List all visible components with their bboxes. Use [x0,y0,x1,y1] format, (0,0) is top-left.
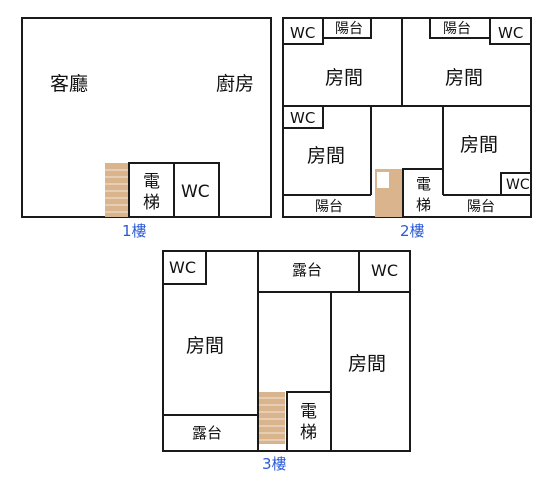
floor-2-elevator-room [402,168,443,217]
floor-3-label: 3樓 [262,455,287,473]
floor-3-wc-top-right-label: WC [371,261,398,280]
floor-3-plan: WC 露台 WC 房間 房間 電 梯 露台 3樓 [162,250,411,473]
floor-3-elevator-label-top: 電 [300,402,317,422]
floor-1-plan: 客廳 廚房 電 梯 WC 1樓 [21,17,272,240]
floor-2-elevator-label-bottom: 梯 [416,196,431,214]
floor-2-balcony-top-left-label: 陽台 [335,21,363,37]
floor-1-living-room-label: 客廳 [50,73,88,95]
floor-3-elevator-room [286,391,331,451]
floor-1-elevator-label-bottom: 梯 [143,193,160,213]
floor-1-kitchen-label: 廚房 [216,72,254,95]
floor-2-elevator-label-top: 電 [416,175,431,193]
floor-3-terrace-bottom-label: 露台 [192,424,222,442]
floor-2-balcony-bottom-left-label: 陽台 [315,199,343,215]
floor-3-wc-top-left-label: WC [169,258,196,277]
floor-2-room-top-right-label: 房間 [445,67,483,89]
floor-2-wc-bottom-right-label: WC [506,177,530,193]
floor-3-room-right-label: 房間 [348,353,386,375]
floor-2-label: 2樓 [400,222,425,240]
floor-2-balcony-top-left [322,17,372,39]
floor-3-room-left-label: 房間 [186,335,224,357]
floor-2-balcony-top-right-label: 陽台 [443,21,471,37]
floor-2-outline [282,17,532,218]
floor-1-wc-label: WC [181,182,210,202]
floor-2-wc-mid-left-label: WC [290,109,315,127]
floor-2-stair-icon [375,169,403,217]
floor-3-terrace-top-label: 露台 [292,261,322,279]
floor-1-outline [21,17,272,218]
floor-2-room-top-left-label: 房間 [325,67,363,89]
floor-3-elevator-label-bottom: 梯 [300,423,317,443]
floor-2-plan: WC 陽台 陽台 WC 房間 房間 WC 房間 房間 電 梯 WC 陽台 陽台 … [282,17,532,240]
floor-2-wc-top-right [489,17,532,45]
floor-2-balcony-bottom-right-label: 陽台 [467,199,495,215]
floor-2-wc-mid-left [282,105,324,129]
floor-1-stair-icon [105,163,129,217]
floor-2-room-right-label: 房間 [460,134,498,156]
floor-2-room-mid-left-label: 房間 [307,145,345,167]
floor-3-stair-icon [259,392,285,444]
floor-2-wc-top-right-label: WC [498,24,523,42]
floor-1-elevator-label-top: 電 [143,172,160,192]
floor-2-wc-top-left-label: WC [290,24,315,42]
floor-3-wc-top-left [162,250,207,285]
floor-1-label: 1樓 [122,222,147,240]
